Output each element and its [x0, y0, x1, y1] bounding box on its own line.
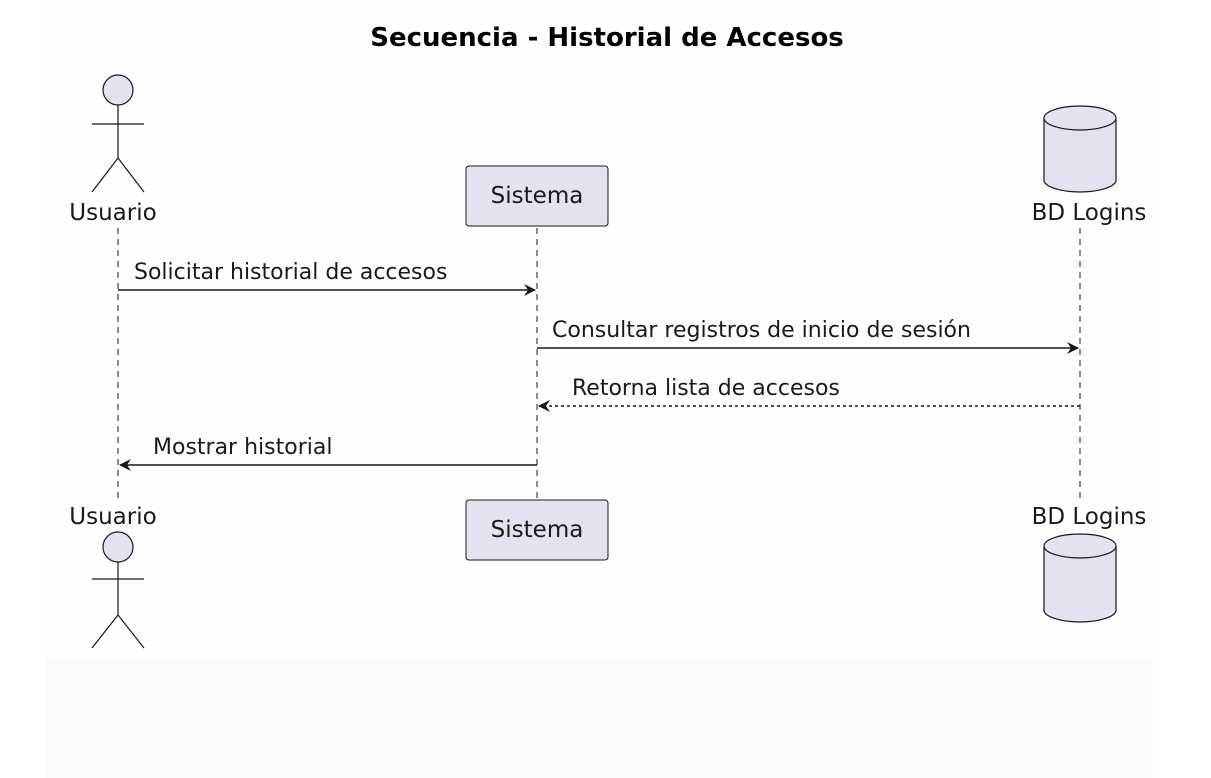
participant-label-usuario-top: Usuario	[69, 200, 156, 226]
participant-label-bd-logins-top: BD Logins	[1032, 200, 1147, 226]
diagram-title: Secuencia - Historial de Accesos	[370, 23, 844, 53]
message-label-1: Solicitar historial de accesos	[134, 260, 447, 285]
participant-label-bd-logins-bottom: BD Logins	[1032, 504, 1147, 530]
message-label-3: Retorna lista de accesos	[572, 376, 840, 401]
database-bd-logins-bottom: BD Logins	[1032, 504, 1147, 623]
message-label-4: Mostrar historial	[153, 435, 332, 460]
message-4: Mostrar historial	[119, 435, 537, 471]
participant-sistema-bottom: Sistema	[465, 499, 609, 561]
message-2: Consultar registros de inicio de sesión	[537, 318, 1079, 354]
actor-icon	[91, 74, 145, 193]
participant-label-sistema-top: Sistema	[491, 183, 584, 209]
actor-usuario-top: Usuario	[69, 74, 157, 226]
participant-label-sistema-bottom: Sistema	[491, 517, 584, 543]
participant-sistema-top: Sistema	[465, 165, 609, 227]
actor-icon	[91, 531, 145, 649]
actor-usuario-bottom: Usuario	[69, 504, 157, 649]
message-label-2: Consultar registros de inicio de sesión	[552, 318, 971, 343]
message-1: Solicitar historial de accesos	[118, 260, 536, 296]
diagram-background-lower	[46, 658, 1156, 778]
message-3: Retorna lista de accesos	[538, 376, 1080, 412]
database-icon	[1043, 533, 1117, 623]
diagram-background	[46, 0, 1156, 778]
database-icon	[1043, 105, 1117, 193]
database-bd-logins-top: BD Logins	[1032, 105, 1147, 226]
participant-label-usuario-bottom: Usuario	[69, 504, 156, 530]
